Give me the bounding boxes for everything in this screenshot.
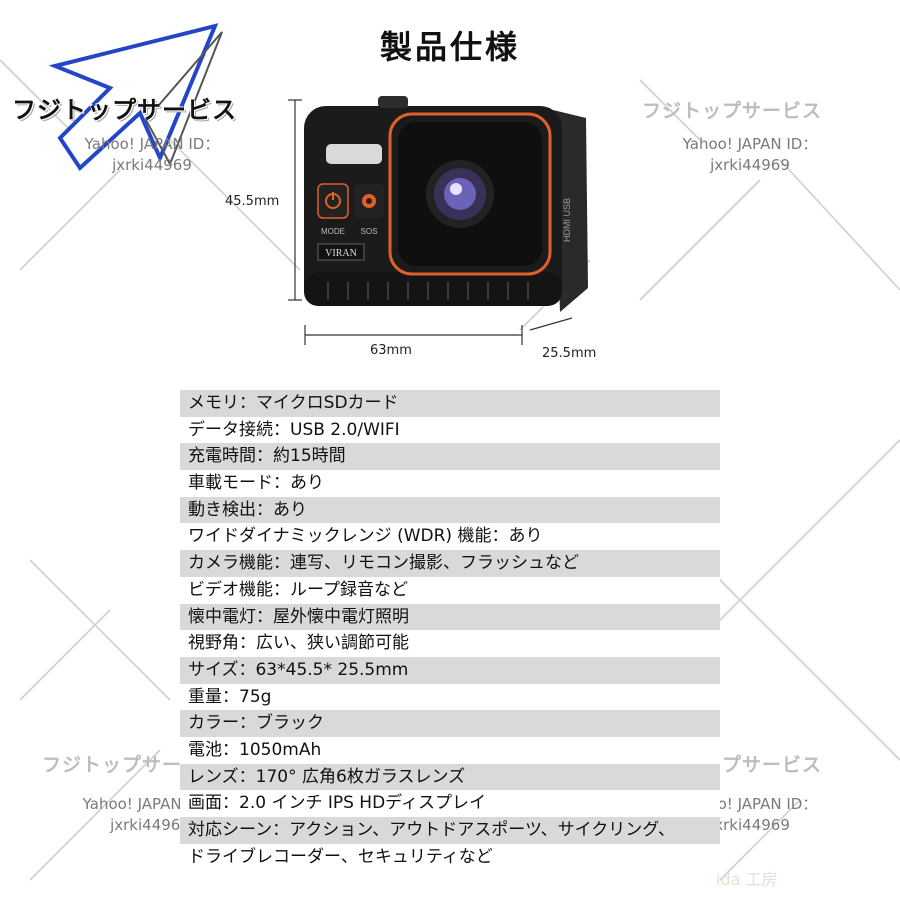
spec-row: 対応シーン：アクション、アウトドアスポーツ、サイクリング、 <box>180 817 720 844</box>
width-dimension: 63mm <box>370 343 412 358</box>
spec-row: 懐中電灯：屋外懐中電灯照明 <box>180 603 720 631</box>
depth-dimension: 25.5mm <box>542 346 597 361</box>
faint-watermark: ida 工房 <box>716 870 778 889</box>
watermark-brand: フジトップサービス <box>12 96 237 124</box>
spec-row: カメラ機能：連写、リモコン撮影、フラッシュなど <box>180 550 720 577</box>
watermark-brand: フジトップサービス <box>42 754 223 776</box>
spec-row: 車載モード：あり <box>180 470 720 497</box>
sos-label: SOS <box>361 227 378 236</box>
arrow-logo-icon <box>48 23 223 172</box>
spec-row: メモリ：マイクロSDカード <box>180 390 720 417</box>
watermark-id: Yahoo! JAPAN ID：jxrki44969 <box>682 135 818 174</box>
watermark-brand: フジトップサービス <box>642 100 823 122</box>
height-dimension: 45.5mm <box>225 194 280 209</box>
spec-row: レンズ：170° 広角6枚ガラスレンズ <box>180 763 720 791</box>
spec-row: カラー：ブラック <box>180 710 720 737</box>
watermark-id: Yahoo! JAPAN ID：jxrki44969 <box>84 135 220 174</box>
spec-row: 重量：75g <box>180 683 720 711</box>
side-label: HDMI USB <box>562 198 572 242</box>
spec-row: 充電時間：約15時間 <box>180 443 720 471</box>
page-title: 製品仕様 <box>379 28 520 66</box>
brand-label: VIRAN <box>325 248 357 259</box>
spec-row: データ接続：USB 2.0/WIFI <box>180 416 720 444</box>
spec-row: 動き検出：あり <box>180 496 720 524</box>
spec-row: 画面：2.0 インチ IPS HDディスプレイ <box>180 790 720 817</box>
spec-row: サイズ：63*45.5* 25.5mm <box>180 656 720 684</box>
spec-row: 電池：1050mAh <box>180 736 720 764</box>
spec-row: ワイドダイナミックレンジ (WDR) 機能：あり <box>180 523 720 551</box>
mode-label: MODE <box>321 227 345 236</box>
spec-row: 視野角：広い、狭い調節可能 <box>180 630 720 657</box>
spec-row: ビデオ機能：ループ録音など <box>180 576 720 604</box>
spec-row: ドライブレコーダー、セキュリティなど <box>180 843 720 871</box>
camera-illustration: MODE SOS VIRAN HDMI USB <box>304 96 588 312</box>
